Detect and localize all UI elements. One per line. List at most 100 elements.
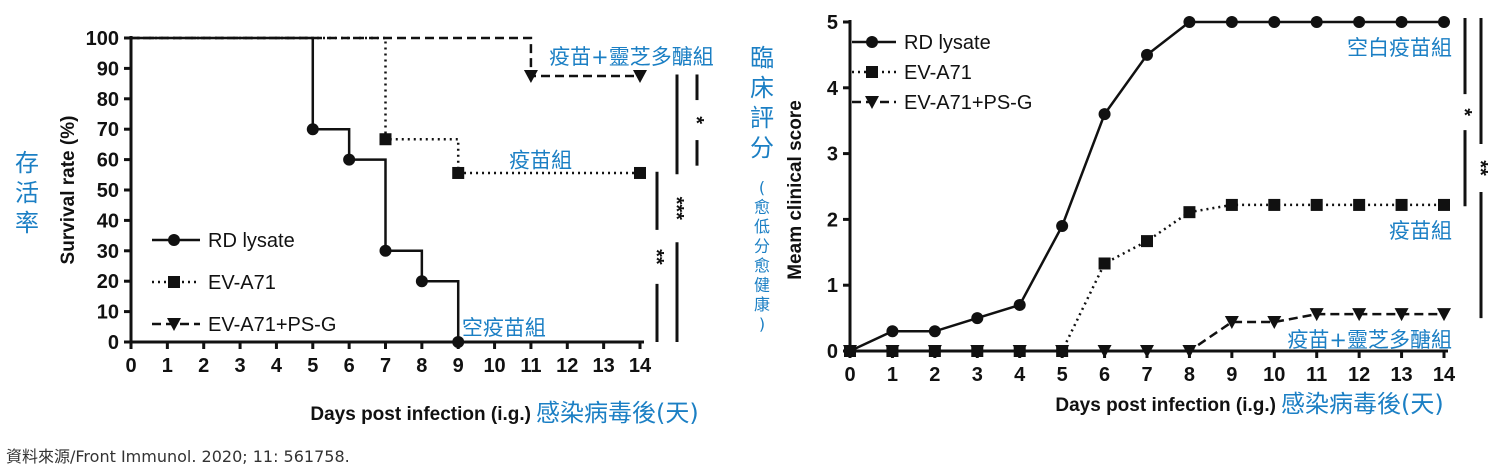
- score-x-tick-label: 7: [1141, 364, 1152, 386]
- score-y-axis-note-cjk: (: [759, 178, 765, 197]
- score-series-marker-2: [1309, 308, 1324, 322]
- score-series-marker-0: [1098, 108, 1111, 121]
- score-series-marker-0: [1438, 16, 1450, 28]
- score-y-axis-title-cjk: 分: [750, 134, 774, 162]
- score-x-tick-label: 14: [1433, 364, 1456, 386]
- score-y-axis-note-cjk: 愈: [754, 198, 770, 217]
- score-series-marker-0: [1013, 298, 1026, 311]
- score-series-marker-1: [1438, 198, 1450, 211]
- survival-series-marker-2: [523, 70, 538, 83]
- survival-y-axis-title-cjk: 率: [15, 209, 39, 237]
- survival-significance-label: ***: [665, 197, 687, 221]
- score-series-marker-0: [1141, 48, 1153, 61]
- survival-y-axis-title-cjk: 活: [15, 179, 39, 207]
- score-series-marker-2: [1055, 345, 1070, 358]
- survival-x-tick-label: 1: [162, 355, 173, 377]
- score-x-tick-label: 5: [1057, 364, 1068, 386]
- score-series-marker-0: [1395, 16, 1408, 28]
- score-y-axis-note-cjk: 愈: [754, 256, 770, 275]
- survival-y-tick-label: 50: [97, 180, 119, 202]
- score-series-marker-0: [928, 325, 941, 338]
- survival-x-axis-title-cjk: 感染病毒後(天): [536, 399, 699, 427]
- survival-legend-marker: [167, 318, 181, 331]
- survival-x-tick-label: 10: [483, 355, 505, 377]
- survival-x-tick-label: 7: [380, 355, 391, 377]
- score-x-tick-label: 3: [972, 364, 983, 386]
- score-series-marker-2: [1012, 345, 1027, 358]
- survival-x-axis-title: Days post infection (i.g.): [310, 404, 531, 425]
- survival-y-tick-label: 0: [108, 332, 119, 354]
- score-group-annotation: 疫苗+靈芝多醣組: [1287, 328, 1452, 352]
- score-significance-label: **: [1469, 160, 1491, 176]
- survival-x-tick-label: 12: [556, 355, 578, 377]
- survival-series-marker-2: [633, 70, 647, 83]
- survival-x-tick-label: 11: [520, 355, 541, 377]
- score-x-tick-label: 0: [844, 364, 855, 386]
- score-series-marker-1: [1141, 235, 1153, 248]
- score-x-tick-label: 9: [1226, 364, 1237, 386]
- survival-series-line-0: [131, 36, 460, 342]
- survival-series-marker-1: [379, 133, 392, 146]
- survival-group-annotation: 空疫苗組: [462, 316, 546, 340]
- score-series-marker-0: [1225, 16, 1238, 28]
- survival-y-axis-title: Survival rate (%): [58, 116, 79, 265]
- survival-legend-label: EV-A71+PS-G: [208, 314, 336, 336]
- survival-significance-label: **: [645, 249, 667, 265]
- score-series-marker-0: [1268, 16, 1281, 28]
- survival-group-annotation: 疫苗+靈芝多醣組: [549, 45, 714, 69]
- score-y-axis-title: Meam clinical score: [785, 100, 806, 280]
- survival-x-tick-label: 13: [593, 355, 615, 377]
- survival-legend-label: RD lysate: [208, 230, 295, 252]
- survival-x-tick-label: 9: [453, 355, 464, 377]
- score-series-marker-2: [1224, 316, 1239, 330]
- score-series-marker-1: [1310, 198, 1323, 211]
- survival-legend-marker: [168, 276, 180, 288]
- score-y-axis-note-cjk: ): [759, 315, 765, 334]
- score-series-marker-0: [1310, 16, 1323, 28]
- score-series-marker-0: [1353, 16, 1366, 28]
- source-note: 資料來源/Front Immunol. 2020; 11: 561758.: [6, 447, 350, 466]
- score-series-marker-2: [1140, 345, 1154, 358]
- survival-x-tick-label: 5: [307, 355, 318, 377]
- score-series-marker-2: [1394, 308, 1409, 322]
- score-series-marker-2: [1182, 345, 1197, 358]
- score-group-annotation: 疫苗組: [1389, 219, 1452, 243]
- score-legend-marker: [865, 96, 879, 109]
- survival-series-marker-1: [634, 166, 646, 179]
- score-series-marker-1: [1098, 257, 1111, 270]
- survival-y-tick-label: 100: [86, 28, 119, 50]
- score-x-tick-label: 10: [1263, 364, 1285, 386]
- score-y-tick-label: 0: [827, 341, 838, 363]
- score-x-axis-title-cjk: 感染病毒後(天): [1281, 390, 1444, 418]
- score-x-axis-title: Days post infection (i.g.): [1055, 395, 1276, 416]
- survival-x-tick-label: 0: [125, 355, 136, 377]
- score-y-axis-title-cjk: 臨: [750, 44, 774, 72]
- score-y-axis-note-cjk: 健: [754, 276, 770, 295]
- score-series-marker-2: [970, 345, 985, 358]
- score-series-marker-0: [971, 312, 984, 325]
- score-legend-label: EV-A71: [904, 62, 972, 84]
- score-series-marker-0: [886, 325, 899, 338]
- score-x-tick-label: 1: [887, 364, 898, 386]
- score-series-marker-1: [1268, 198, 1281, 211]
- score-y-axis-note-cjk: 分: [754, 237, 770, 256]
- score-series-marker-2: [843, 345, 857, 358]
- survival-series-line-2: [131, 36, 640, 78]
- survival-x-tick-label: 8: [416, 355, 427, 377]
- score-legend-marker: [866, 36, 878, 48]
- score-series-marker-0: [1056, 219, 1069, 232]
- survival-y-axis-title-cjk: 存: [15, 149, 39, 177]
- survival-x-tick-label: 14: [629, 355, 652, 377]
- survival-legend-marker: [168, 234, 180, 246]
- survival-series-marker-0: [415, 275, 428, 288]
- score-y-tick-label: 1: [827, 275, 838, 297]
- score-group-annotation: 空白疫苗組: [1347, 36, 1452, 60]
- survival-significance-label: *: [685, 116, 707, 124]
- survival-y-tick-label: 80: [97, 89, 119, 111]
- score-x-tick-label: 4: [1014, 364, 1026, 386]
- survival-x-tick-label: 2: [198, 355, 209, 377]
- score-x-tick-label: 11: [1306, 364, 1327, 386]
- survival-legend-label: EV-A71: [208, 272, 276, 294]
